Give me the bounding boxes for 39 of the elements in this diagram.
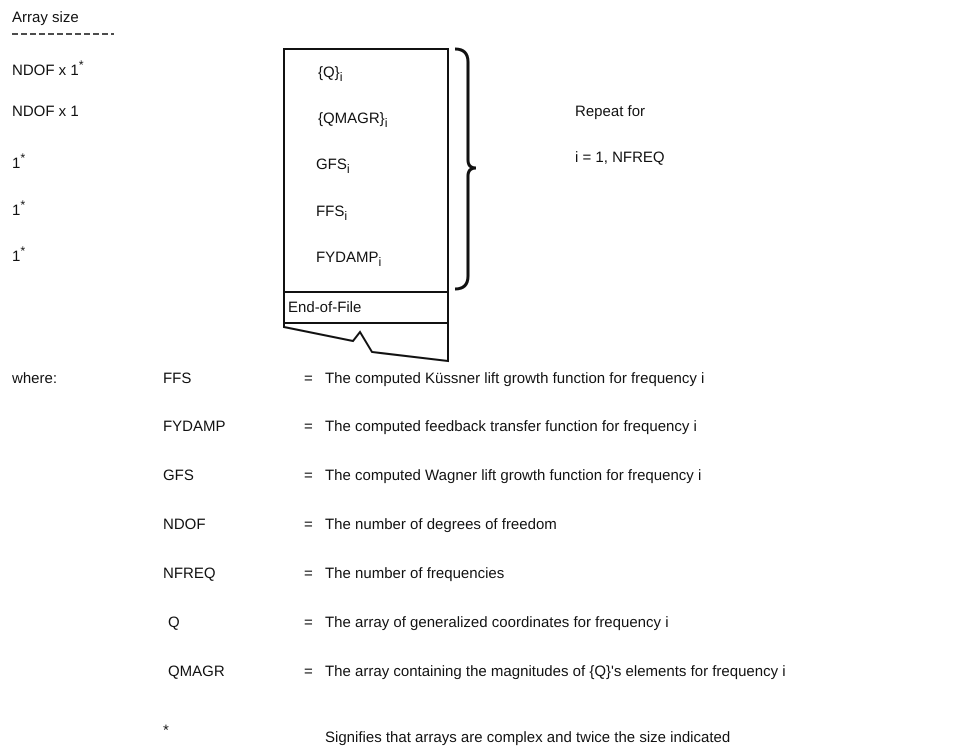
term: NFREQ: [163, 565, 216, 583]
equals-sign: =: [304, 370, 313, 388]
record-field: FFS$_{i}$: [313, 195, 443, 229]
equals-sign: =: [304, 467, 313, 485]
repeat-note: Repeat for: [575, 103, 646, 121]
heading: Array size: [12, 9, 79, 27]
equals-sign: =: [304, 516, 313, 534]
term: GFS: [163, 467, 194, 485]
end-of-file-record: End-of-File: [285, 291, 449, 324]
equals-sign: =: [304, 614, 313, 632]
definition: The computed Wagner lift growth function for frequency i: [325, 467, 702, 485]
term: QMAGR: [168, 663, 225, 681]
term: NDOF: [163, 516, 206, 534]
array-size: 1$^{*}$: [12, 197, 26, 220]
where-label: where:: [12, 370, 58, 388]
definition: The array of generalized coordinates for frequency i: [325, 614, 669, 632]
record-field: {Q}$_{i}$: [315, 56, 445, 90]
record-field: {QMAGR}$_{i}$: [315, 102, 445, 136]
footnote-text: Signifies that arrays are complex and twice the size indicated: [325, 729, 730, 747]
record-field: GFS$_{i}$: [313, 148, 443, 182]
definition: The computed Küssner lift growth function for frequency i: [325, 370, 704, 388]
array-size: 1$^{*}$: [12, 243, 26, 266]
equals-sign: =: [304, 663, 313, 681]
definition: The computed feedback transfer function for frequency i: [325, 418, 697, 436]
array-size: NDOF x 1$^{*}$: [12, 57, 84, 80]
equals-sign: =: [304, 565, 313, 583]
record-field: FYDAMP$_{i}$: [313, 241, 443, 275]
term: Q: [168, 614, 180, 632]
definition: The array containing the magnitudes of {Q}'s elements for frequency i: [325, 663, 787, 681]
definition: The number of frequencies: [325, 565, 504, 583]
array-size: 1$^{*}$: [12, 150, 26, 173]
equals-sign: =: [304, 418, 313, 436]
repeat-note: i = 1, NFREQ: [575, 149, 665, 167]
definition: The number of degrees of freedom: [325, 516, 557, 534]
term: FFS: [163, 370, 192, 388]
file-record-box: [283, 48, 449, 324]
term: FYDAMP: [163, 418, 226, 436]
footnote-mark: *: [163, 722, 169, 740]
array-size: NDOF x 1: [12, 103, 79, 121]
